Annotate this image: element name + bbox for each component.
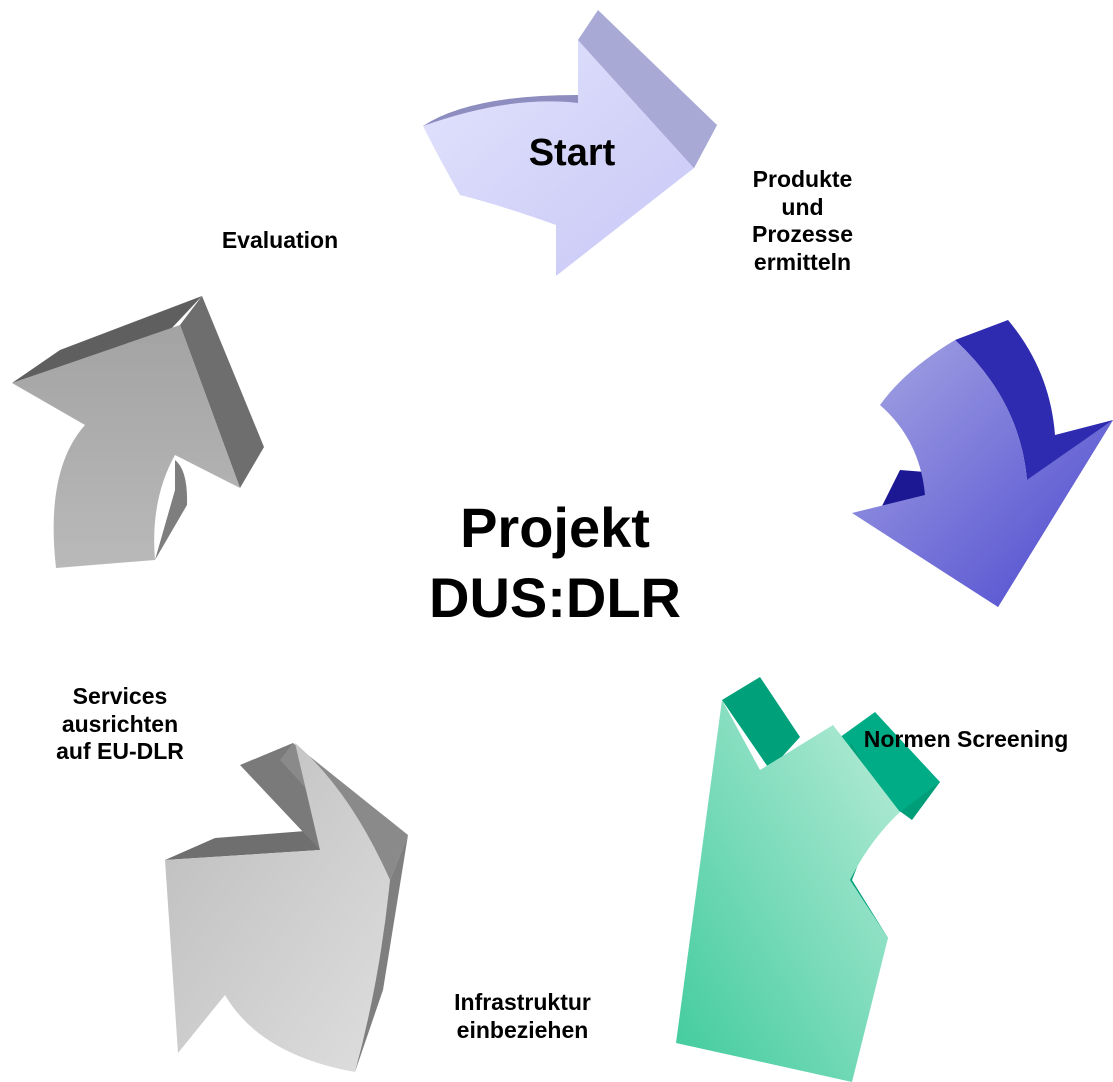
infrastruktur-arrow	[165, 743, 408, 1072]
produkte-label-line1: Produkte	[752, 166, 853, 192]
normen-arrow	[676, 677, 940, 1082]
center-title: Projekt DUS:DLR	[410, 493, 700, 633]
start-arrow	[423, 10, 717, 276]
produkte-label-line3: Prozesse	[751, 221, 853, 248]
services-label-line3: auf EU-DLR	[56, 738, 184, 765]
services-label-line2: ausrichten	[61, 710, 179, 737]
infrastruktur-label: Infrastruktur einbeziehen	[430, 989, 615, 1044]
evaluation-label-text: Evaluation	[221, 227, 339, 253]
infrastruktur-label-line2: einbeziehen	[456, 1016, 589, 1043]
produkte-label: Produkte und Prozesse ermitteln	[720, 166, 885, 276]
produkte-label-line2: und	[781, 193, 824, 220]
center-title-line2: DUS:DLR	[429, 566, 681, 629]
infrastruktur-label-line1: Infrastruktur	[454, 989, 591, 1015]
produkte-arrow	[852, 320, 1113, 607]
evaluation-label: Evaluation	[180, 227, 380, 255]
start-label: Start	[529, 132, 616, 174]
produkte-label-line4: ermitteln	[753, 248, 852, 275]
normen-label-text: Normen Screening	[863, 726, 1069, 752]
center-title-line1: Projekt	[460, 496, 650, 559]
services-label: Services ausrichten auf EU-DLR	[35, 683, 205, 766]
services-label-line1: Services	[72, 683, 168, 709]
normen-label: Normen Screening	[825, 726, 1107, 754]
services-arrow	[12, 296, 264, 568]
